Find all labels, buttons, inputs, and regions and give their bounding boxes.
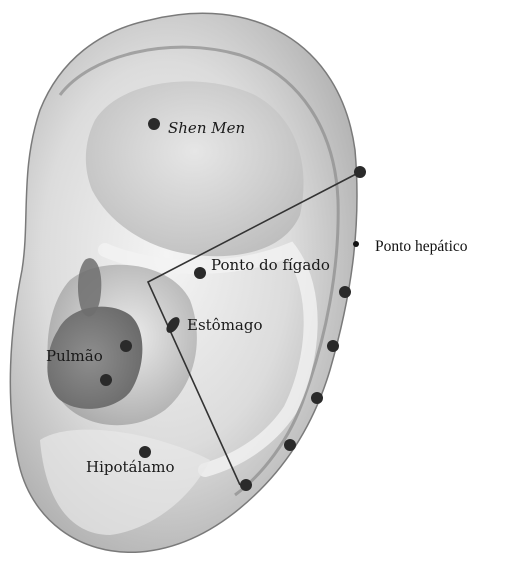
label-pulmao: Pulmão — [46, 347, 103, 365]
label-ponto-figado: Ponto do fígado — [211, 256, 330, 274]
label-hipotalamo: Hipotálamo — [86, 458, 174, 476]
point-figado — [194, 267, 206, 279]
label-estomago: Estômago — [187, 316, 263, 334]
rim-point-2 — [339, 286, 351, 298]
rim-point-4 — [311, 392, 323, 404]
point-shen-men — [148, 118, 160, 130]
rim-point-3 — [327, 340, 339, 352]
point-pulmao-2 — [100, 374, 112, 386]
rim-point-1 — [354, 166, 366, 178]
point-pulmao-1 — [120, 340, 132, 352]
rim-point-6 — [240, 479, 252, 491]
point-hipotalamo — [139, 446, 151, 458]
label-ponto-hepatico: Ponto hepático — [375, 238, 468, 255]
rim-point-5 — [284, 439, 296, 451]
label-shen-men: Shen Men — [168, 119, 245, 137]
bullet-hepatico — [353, 241, 359, 247]
